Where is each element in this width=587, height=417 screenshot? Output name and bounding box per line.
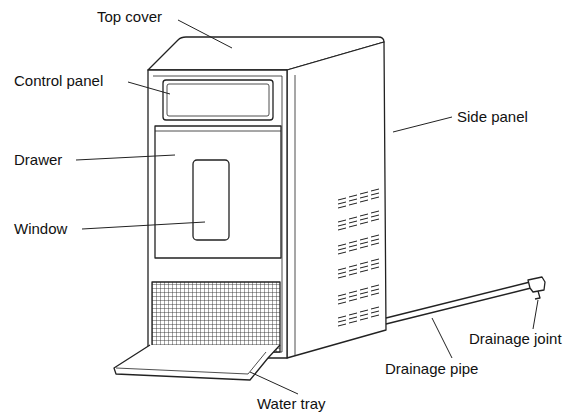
vent-slot [360,196,368,198]
vent-slot [371,267,379,269]
vent-slot [338,202,346,204]
vent-slot [360,296,368,298]
vent-slot [371,215,379,217]
vent-slot [338,272,346,274]
vent-slot [338,206,346,208]
vent-slot [360,192,368,194]
vent-slot [349,295,357,297]
vent-slot [360,318,368,320]
vent-slot [349,245,357,247]
part-label: Drainage pipe [384,360,479,378]
part-label: Window [13,220,68,238]
vent-slot [371,259,379,261]
vent-slot [338,228,346,230]
vent-slot [349,321,357,323]
vent-slot [371,293,379,295]
vent-slot [338,320,346,322]
part-label: Side panel [456,108,529,126]
vent-slot [360,310,368,312]
vent-slot [371,289,379,291]
vent-slot [338,294,346,296]
vent-slot [349,317,357,319]
part-label: Drawer [13,151,63,169]
vent-slot [360,246,368,248]
vent-slot [349,299,357,301]
vent-slot [338,244,346,246]
vent-slot [349,313,357,315]
vent-slot [349,217,357,219]
vent-slot [349,203,357,205]
vent-slot [338,220,346,222]
vent-slot [349,249,357,251]
vent-slot [360,266,368,268]
vent-slot [371,311,379,313]
vent-slot [360,200,368,202]
vent-slot [371,285,379,287]
vent-slot [338,252,346,254]
vent-slot [360,270,368,272]
vent-slot [371,307,379,309]
vent-slot [360,314,368,316]
vent-slot [338,268,346,270]
vent-slot [371,193,379,195]
vent-slot [371,211,379,213]
vent-slot [338,248,346,250]
part-label: Control panel [13,72,104,90]
part-label: Water tray [256,395,327,413]
vent-slot [338,224,346,226]
vent-slot [349,195,357,197]
vent-slot [338,324,346,326]
vent-slot [349,225,357,227]
vent-slot [371,315,379,317]
vent-slot [349,241,357,243]
vent-slot [371,239,379,241]
part-label: Top cover [96,8,163,26]
vent-slot [371,235,379,237]
vent-slot [338,298,346,300]
vent-slot [360,288,368,290]
vent-slot [360,222,368,224]
vent-slot [371,197,379,199]
vent-slot [338,198,346,200]
vent-slot [349,221,357,223]
vent-slot [338,316,346,318]
vent-slot [349,265,357,267]
vent-slot [371,243,379,245]
vent-slot [360,214,368,216]
vent-slot [338,276,346,278]
vent-slot [349,199,357,201]
vent-slot [360,238,368,240]
part-label: Drainage joint [468,330,563,348]
vent-slot [349,291,357,293]
vent-slot [371,219,379,221]
vent-slot [338,302,346,304]
vent-slot [360,262,368,264]
vent-slot [360,242,368,244]
vent-slot [360,292,368,294]
vent-slot [349,269,357,271]
vent-slot [371,189,379,191]
vent-slot [349,273,357,275]
vent-slot [360,218,368,220]
vent-slot [371,263,379,265]
